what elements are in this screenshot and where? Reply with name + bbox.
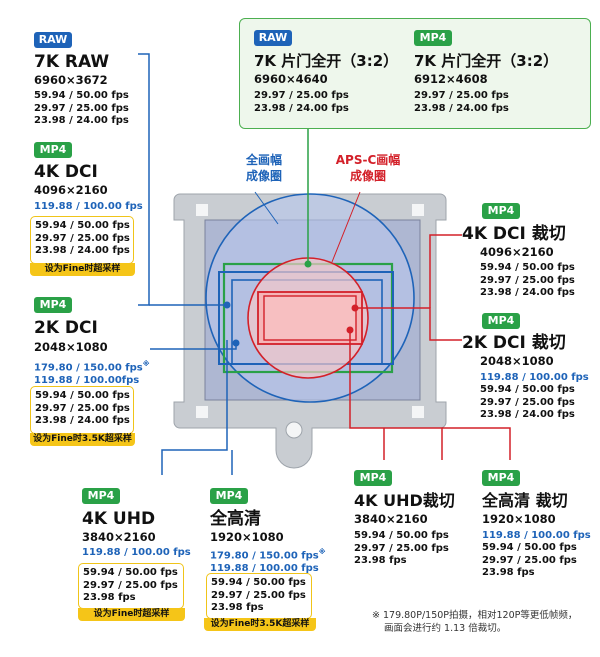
dci-2k-resolution: 2048×1080: [34, 340, 108, 354]
footnote: ※ 179.80P/150P拍摄，相对120P等更低帧频， 画面会进行约 1.1…: [372, 609, 598, 635]
fps-line: 59.94 / 50.00 fps: [482, 542, 577, 553]
uhd-4k-fps-box: 59.94 / 50.00 fps 29.97 / 25.00 fps 23.9…: [78, 563, 184, 609]
crop-2k-title: 2K DCI 裁切: [462, 333, 566, 353]
uhd-4k-resolution: 3840×2160: [82, 530, 156, 544]
fps-line: 29.97 / 25.00 fps: [354, 542, 449, 554]
uhd-4k-crop-fps: 59.94 / 50.00 fps 29.97 / 25.00 fps 23.9…: [354, 530, 449, 568]
uhd-4k-crop-resolution: 3840×2160: [354, 512, 428, 526]
fhd-title: 全高清: [210, 509, 261, 529]
raw-7k-fps-list: 59.94 / 50.00 fps 29.97 / 25.00 fps 23.9…: [34, 90, 129, 128]
dci-2k-title: 2K DCI: [34, 318, 98, 338]
fps-line: 29.97 / 25.00 fps: [480, 274, 575, 286]
crop-4k-fps: 59.94 / 50.00 fps 29.97 / 25.00 fps 23.9…: [480, 262, 575, 300]
fps-line: 59.94 / 50.00 fps: [35, 220, 130, 231]
fps-line: 119.88 / 100.00 fps: [210, 562, 319, 574]
raw-7k-resolution: 6960×3672: [34, 73, 108, 87]
crop-2k-resolution: 2048×1080: [480, 354, 554, 368]
crop-4k-resolution: 4096×2160: [480, 245, 554, 259]
fps-line: 29.97 / 25.00 fps: [254, 90, 349, 101]
dci-4k-fine-note: 设为Fine时超采样: [30, 263, 135, 276]
footnote-mark: ※: [318, 548, 326, 556]
fps-line: 59.94 / 50.00 fps: [480, 262, 575, 273]
uhd-4k-title: 4K UHD: [82, 509, 156, 529]
fps-line: 23.98 / 24.00 fps: [414, 102, 509, 114]
fps-line: 29.97 / 25.00 fps: [34, 102, 129, 114]
fps-line: 29.97 / 25.00 fps: [35, 402, 130, 414]
fhd-crop-title: 全高清 裁切: [482, 491, 568, 510]
dci-4k-high-fps: 119.88 / 100.00 fps: [34, 201, 143, 212]
fps-line: 23.98 / 24.00 fps: [480, 409, 575, 420]
dci-4k-fps-box: 59.94 / 50.00 fps 29.97 / 25.00 fps 23.9…: [30, 216, 134, 264]
fps-line: 23.98 / 24.00 fps: [480, 287, 575, 298]
dci-2k-fps-box: 59.94 / 50.00 fps 29.97 / 25.00 fps 23.9…: [30, 386, 134, 434]
raw-badge: RAW: [34, 32, 72, 48]
fps-line: 29.97 / 25.00 fps: [35, 232, 130, 244]
fps-line: 23.98 fps: [211, 602, 264, 613]
raw-7k-title: 7K RAW: [34, 52, 110, 72]
fps-line: 29.97 / 25.00 fps: [211, 589, 306, 601]
open-gate-raw-resolution: 6960×4640: [254, 72, 328, 86]
mp4-badge: MP4: [482, 203, 520, 219]
open-gate-raw-fps: 29.97 / 25.00 fps 23.98 / 24.00 fps: [254, 90, 349, 115]
crop-4k-title: 4K DCI 裁切: [462, 224, 566, 244]
footnote-line: ※ 179.80P/150P拍摄，相对120P等更低帧频，: [372, 610, 578, 621]
fps-line: 179.80 / 150.00 fps: [210, 550, 319, 562]
fps-line: 29.97 / 25.00 fps: [83, 579, 178, 591]
crop-2k-high-fps: 119.88 / 100.00 fps: [480, 372, 589, 383]
mp4-badge: MP4: [414, 30, 452, 46]
fhd-fine-note: 设为Fine时3.5K超采样: [204, 618, 316, 631]
mp4-badge: MP4: [354, 470, 392, 486]
footnote-line: 画面会进行约 1.13 倍裁切。: [384, 623, 507, 634]
fps-line: 59.94 / 50.00 fps: [211, 577, 306, 588]
uhd-4k-fine-note: 设为Fine时超采样: [78, 608, 185, 621]
fps-line: 119.88 / 100.00fps: [34, 374, 140, 386]
open-gate-mp4-fps: 29.97 / 25.00 fps 23.98 / 24.00 fps: [414, 90, 509, 115]
fhd-crop-resolution: 1920×1080: [482, 512, 556, 526]
fhd-high-fps: 179.80 / 150.00 fps※ 119.88 / 100.00 fps: [210, 546, 326, 575]
fps-line: 29.97 / 25.00 fps: [482, 554, 577, 566]
fps-line: 179.80 / 150.00 fps: [34, 362, 143, 374]
fhd-resolution: 1920×1080: [210, 530, 284, 544]
open-gate-mp4-title: 7K 片门全开（3:2）: [414, 52, 559, 70]
fps-line: 59.94 / 50.00 fps: [354, 530, 449, 541]
footnote-mark: ※: [142, 360, 150, 368]
open-gate-raw-title: 7K 片门全开（3:2）: [254, 52, 399, 70]
dci-2k-fine-note: 设为Fine时3.5K超采样: [30, 433, 135, 446]
fps-line: 23.98 fps: [83, 592, 136, 603]
dci-4k-resolution: 4096×2160: [34, 183, 108, 197]
fps-line: 23.98 fps: [354, 555, 407, 566]
fps-line: 59.94 / 50.00 fps: [83, 567, 178, 578]
fps-line: 23.98 / 24.00 fps: [35, 415, 130, 426]
fhd-crop-high-fps: 119.88 / 100.00 fps: [482, 530, 591, 541]
fps-line: 23.98 / 24.00 fps: [35, 245, 130, 256]
raw-badge: RAW: [254, 30, 292, 46]
mp4-badge: MP4: [34, 297, 72, 313]
dci-4k-title: 4K DCI: [34, 162, 98, 182]
uhd-4k-high-fps: 119.88 / 100.00 fps: [82, 547, 191, 558]
crop-2k-fps: 59.94 / 50.00 fps 29.97 / 25.00 fps 23.9…: [480, 384, 575, 422]
fps-line: 59.94 / 50.00 fps: [34, 90, 129, 101]
mp4-badge: MP4: [82, 488, 120, 504]
fps-line: 23.98 / 24.00 fps: [254, 102, 349, 114]
fps-line: 23.98 fps: [482, 567, 535, 578]
mp4-badge: MP4: [210, 488, 248, 504]
open-gate-mp4-resolution: 6912×4608: [414, 72, 488, 86]
fps-line: 59.94 / 50.00 fps: [480, 384, 575, 395]
uhd-4k-crop-title: 4K UHD裁切: [354, 491, 455, 510]
mp4-badge: MP4: [34, 142, 72, 158]
fhd-crop-fps: 59.94 / 50.00 fps 29.97 / 25.00 fps 23.9…: [482, 542, 577, 580]
mp4-badge: MP4: [482, 470, 520, 486]
fps-line: 23.98 / 24.00 fps: [34, 115, 129, 126]
mp4-badge: MP4: [482, 313, 520, 329]
dci-2k-high-fps: 179.80 / 150.00 fps※ 119.88 / 100.00fps: [34, 358, 150, 387]
apsc-circle-label: APS-C画幅 成像圈: [335, 153, 401, 183]
fhd-fps-box: 59.94 / 50.00 fps 29.97 / 25.00 fps 23.9…: [206, 573, 312, 619]
fps-line: 29.97 / 25.00 fps: [414, 90, 509, 101]
fps-line: 59.94 / 50.00 fps: [35, 390, 130, 401]
apsc-frame-inner: [263, 295, 357, 341]
fps-line: 29.97 / 25.00 fps: [480, 396, 575, 408]
full-frame-circle-label: 全画幅 成像圈: [245, 153, 282, 183]
